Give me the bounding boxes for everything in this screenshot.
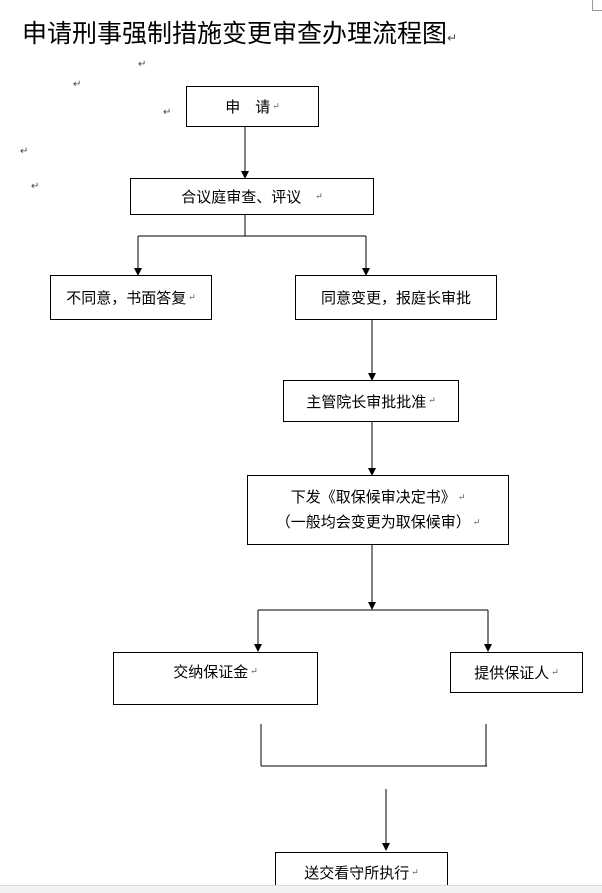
paragraph-mark-icon: ↵: [272, 101, 280, 112]
paragraph-mark-icon: ↵: [551, 667, 559, 678]
paragraph-mark-icon: ↵: [20, 146, 29, 157]
node-issue-decision: 下发《取保候审决定书》↵ （一般均会变更为取保候审）↵: [247, 475, 509, 545]
node-review: 合议庭审查、评议 ↵: [130, 178, 374, 215]
node-president-label: 主管院长审批批准: [306, 392, 427, 411]
node-issue-line2: （一般均会变更为取保候审）↵: [276, 510, 481, 535]
node-guarantor-label: 提供保证人: [474, 664, 550, 682]
node-agree-label: 同意变更，报庭长审批: [320, 289, 471, 307]
paragraph-mark-icon: ↵: [315, 191, 323, 202]
node-custody-label: 送交看守所执行: [304, 864, 410, 882]
page-title-text: 申请刑事强制措施变更审查办理流程图: [22, 19, 448, 48]
node-disagree-label: 不同意，书面答复: [66, 289, 187, 307]
node-issue-line2-text: （一般均会变更为取保候审）: [275, 513, 471, 531]
paragraph-mark-icon: ↵: [31, 181, 40, 192]
node-president-approval: 主管院长审批批准↵: [283, 380, 459, 422]
node-guarantor: 提供保证人↵: [450, 652, 583, 693]
paragraph-mark-icon: ↵: [411, 867, 419, 878]
page-corner-mark: [592, 0, 602, 11]
paragraph-mark-icon: ↵: [428, 396, 436, 406]
node-disagree: 不同意，书面答复↵: [50, 275, 212, 320]
paragraph-mark-icon: ↵: [138, 59, 147, 70]
node-apply-label: 申 请: [225, 98, 271, 116]
page-bottom-edge: [0, 885, 602, 893]
node-issue-line1-text: 下发《取保候审决定书》: [290, 488, 456, 506]
paragraph-mark-icon: ↵: [472, 518, 481, 528]
page-title: 申请刑事强制措施变更审查办理流程图↵: [22, 14, 457, 50]
paragraph-mark-icon: ↵: [188, 292, 196, 303]
node-deposit-label: 交纳保证金: [173, 663, 249, 681]
paragraph-mark-icon: ↵: [163, 107, 172, 118]
paragraph-mark-icon: ↵: [250, 666, 258, 677]
node-agree: 同意变更，报庭长审批: [295, 275, 497, 320]
paragraph-mark-icon: ↵: [447, 31, 458, 45]
node-deposit: 交纳保证金↵: [113, 652, 318, 705]
paragraph-mark-icon: ↵: [457, 493, 466, 503]
node-apply: 申 请↵: [186, 86, 319, 127]
paragraph-mark-icon: ↵: [73, 79, 82, 90]
node-issue-line1: 下发《取保候审决定书》↵: [291, 485, 466, 510]
node-review-label: 合议庭审查、评议: [181, 188, 302, 206]
